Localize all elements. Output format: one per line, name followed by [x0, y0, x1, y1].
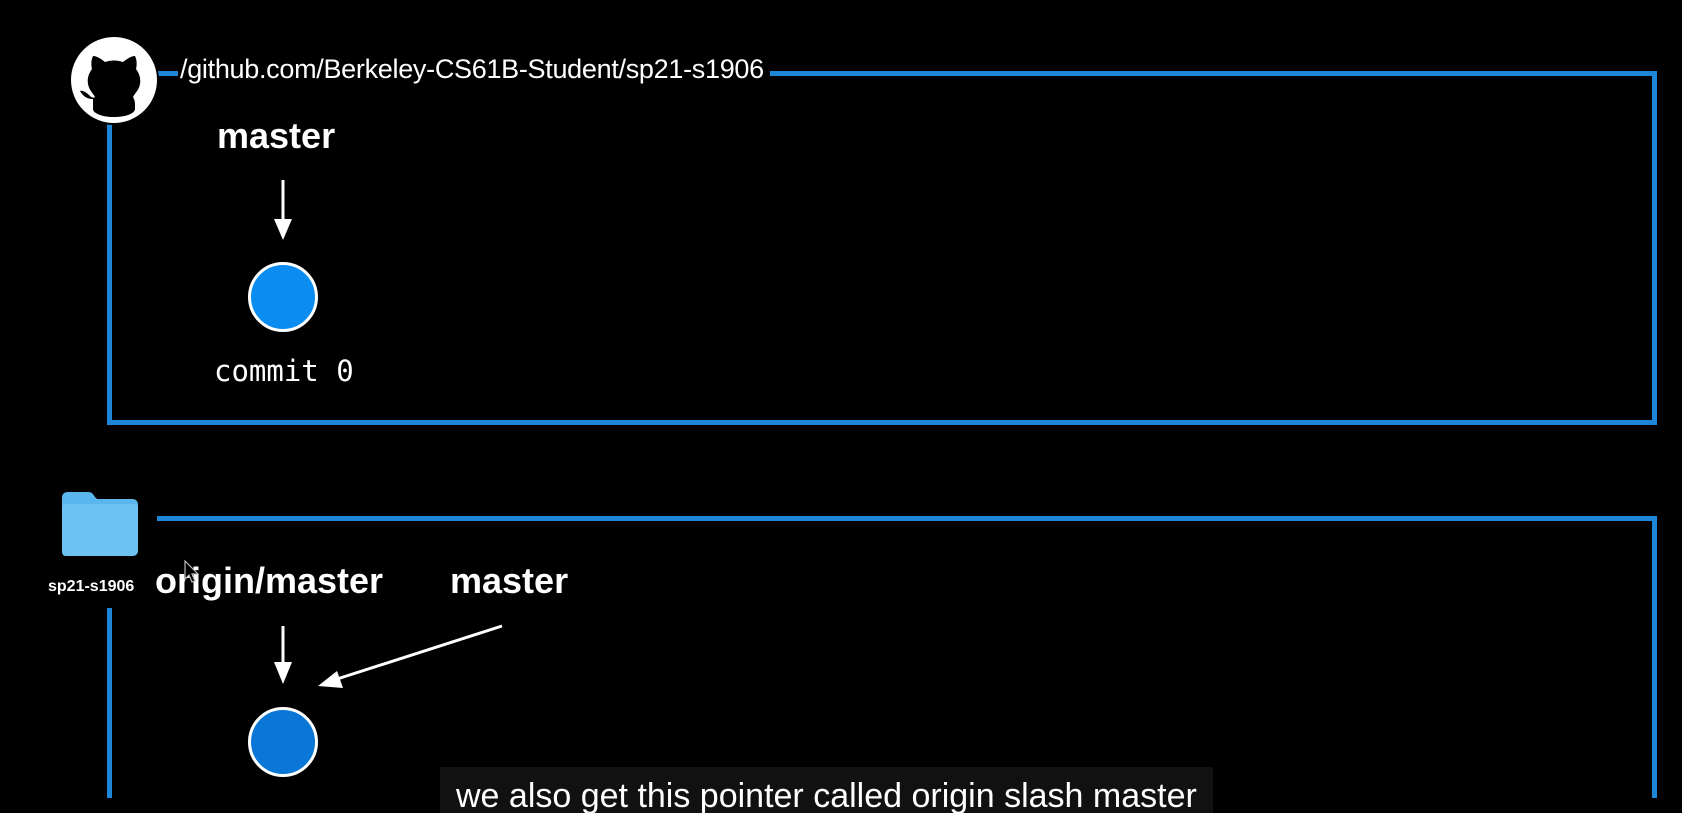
subtitle-caption: we also get this pointer called origin s… — [440, 767, 1213, 813]
remote-commit-label: commit 0 — [214, 354, 354, 388]
local-repo-frame-right — [1652, 516, 1657, 798]
local-commit-node — [248, 707, 318, 777]
local-master-arrow — [318, 624, 503, 688]
mouse-cursor-icon — [184, 560, 200, 583]
remote-master-label: master — [217, 115, 336, 156]
origin-master-arrow — [274, 626, 292, 684]
remote-repo-url: /github.com/Berkeley-CS61B-Student/sp21-… — [178, 54, 770, 85]
remote-commit-node — [248, 262, 318, 332]
folder-name: sp21-s1906 — [48, 578, 135, 595]
github-icon — [69, 35, 159, 125]
folder-icon — [58, 490, 140, 558]
local-master-label: master — [450, 560, 569, 601]
remote-repo-frame — [107, 71, 1657, 425]
remote-master-arrow — [274, 180, 292, 240]
local-repo-frame-top — [157, 516, 1657, 521]
local-repo-frame-left — [107, 608, 112, 798]
